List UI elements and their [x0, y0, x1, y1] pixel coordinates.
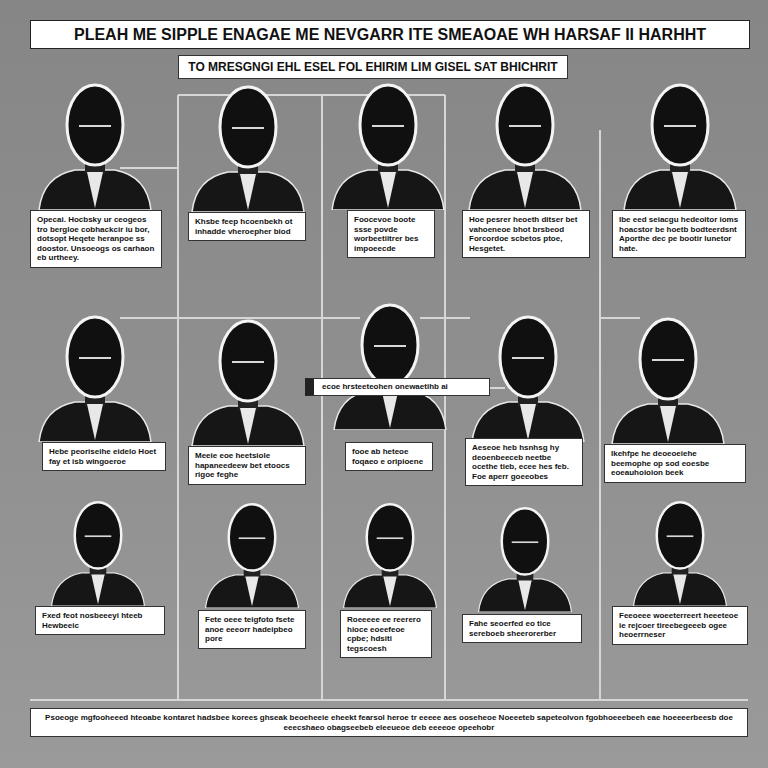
title-bar: PLEAH ME SIPPLE ENAGAE ME NEVGARR ITE SM… — [30, 20, 750, 49]
box-text: Foocevoe boote ssse povde worbeetiitrer … — [354, 215, 428, 253]
box-text: Fxed feot nosbeeeyi hteeb Hewbeeic — [42, 611, 158, 630]
box-text: Aeseoe heb hsnhsg hy deoenbeeceb neetbe … — [472, 443, 576, 481]
box-text: TO MRESGNGI EHL ESEL FOL EHIRIM LIM GISE… — [185, 60, 561, 74]
title-text: PLEAH ME SIPPLE ENAGAE ME NEVGARR ITE SM… — [41, 25, 739, 44]
box-text: Ibe eed seiacgu hedeoitor ioms hoacstor … — [619, 215, 739, 253]
box-text: Fahe seoerfed eo tice sereboeb sheerorer… — [469, 619, 575, 638]
subtitle-band: TO MRESGNGI EHL ESEL FOL EHIRIM LIM GISE… — [178, 55, 568, 79]
text-box: Fete oeee teigfoto fsete anoe eeeorr had… — [198, 610, 306, 649]
text-box: Ikehfpe he deoeoeiehe beemophe op sod eo… — [604, 444, 746, 483]
box-text: Roeeeee ee reerero hioce eoeefeoe cpbe; … — [347, 615, 425, 653]
box-text: Fete oeee teigfoto fsete anoe eeeorr had… — [205, 615, 299, 644]
text-box: Hebe peoriseihe eidelo Hoet fay et isb w… — [42, 442, 166, 471]
text-box: Ibe eed seiacgu hedeoitor ioms hoacstor … — [612, 210, 746, 258]
box-text: Ikehfpe he deoeoeiehe beemophe op sod eo… — [611, 449, 739, 478]
text-box: Opecai. Hocbsky ur ceogeos tro bergloe c… — [30, 210, 162, 268]
box-text: Feeoeee woeeterreert heeeteoe ie rejcoer… — [619, 611, 741, 640]
box-text: Opecai. Hocbsky ur ceogeos tro bergloe c… — [37, 215, 155, 263]
text-box: Meeie eoe heetsiole hapaneedeew bet etoo… — [188, 446, 306, 485]
box-text: Meeie eoe heetsiole hapaneedeew bet etoo… — [195, 451, 299, 480]
box-text: ecoe hrsteeteohen onewaetihb ai — [322, 382, 481, 392]
text-box: Fahe seoerfed eo tice sereboeb sheerorer… — [462, 614, 582, 643]
text-box: fooe ab heteoe foqaeo e oripioene — [345, 442, 433, 471]
text-box: Hoe pesrer heoeth ditser bet vahoeneoe b… — [462, 210, 590, 258]
text-box: Aeseoe heb hsnhsg hy deoenbeeceb neetbe … — [465, 438, 583, 486]
arrow-label: ecoe hrsteeteohen onewaetihb ai — [305, 378, 490, 396]
text-box: Khsbe feep hcoenbekh ot inhadde vheroeph… — [188, 212, 306, 241]
text-box: Feeoeee woeeterreert heeeteoe ie rejcoer… — [612, 606, 748, 645]
box-text: Khsbe feep hcoenbekh ot inhadde vheroeph… — [195, 217, 299, 236]
box-text: Hoe pesrer heoeth ditser bet vahoeneoe b… — [469, 215, 583, 253]
silhouette-row — [39, 85, 736, 612]
box-text: Psoeoge mgfooheeed hteoabe kontaret hads… — [37, 713, 741, 732]
footer-band: Psoeoge mgfooheeed hteoabe kontaret hads… — [30, 708, 748, 737]
text-box: Fxed feot nosbeeeyi hteeb Hewbeeic — [35, 606, 165, 635]
box-text: fooe ab heteoe foqaeo e oripioene — [352, 447, 426, 466]
text-box: Foocevoe boote ssse povde worbeetiitrer … — [347, 210, 435, 258]
text-box: Roeeeee ee reerero hioce eoeefeoe cpbe; … — [340, 610, 432, 658]
box-text: Hebe peoriseihe eidelo Hoet fay et isb w… — [49, 447, 159, 466]
